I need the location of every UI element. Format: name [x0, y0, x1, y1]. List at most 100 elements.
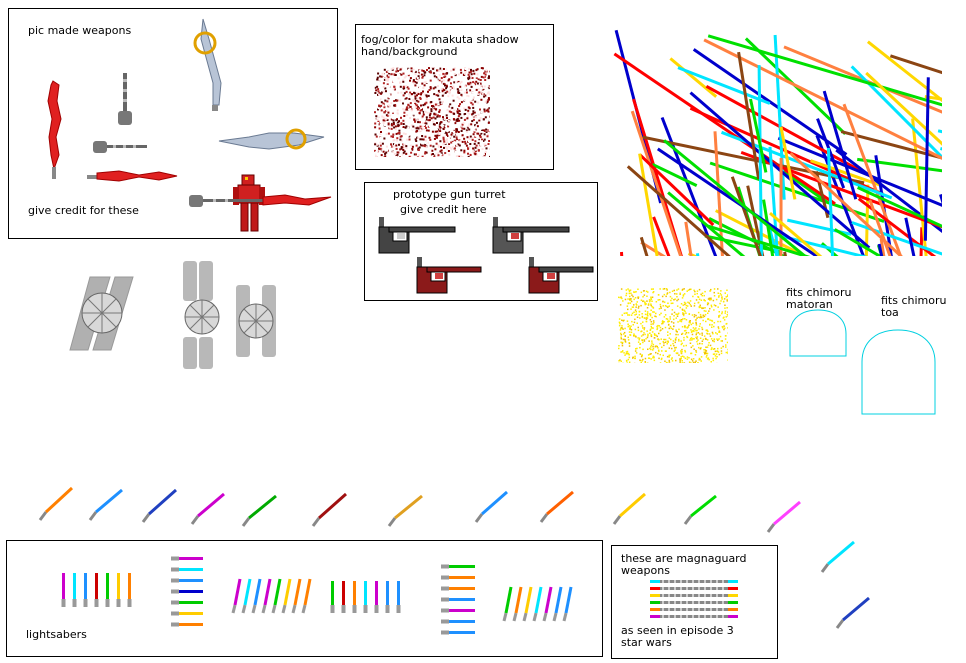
- fog-speck: [417, 154, 420, 157]
- fog-speck: [449, 122, 452, 125]
- yellow-dot: [647, 333, 649, 336]
- fog-speck: [425, 126, 427, 129]
- fog-speck: [471, 120, 474, 123]
- fog-speck: [438, 74, 441, 77]
- fog-speck: [482, 152, 485, 155]
- yellow-dot: [666, 293, 668, 295]
- yellow-dot: [651, 342, 653, 344]
- chimoru-matoran-label-line1: fits chimoru: [786, 286, 852, 299]
- yellow-dot: [635, 291, 637, 293]
- red-blade-horizontal-icon: [87, 170, 178, 182]
- fog-speck: [449, 105, 452, 108]
- fog-speck: [417, 136, 420, 139]
- color-streak: [919, 227, 924, 256]
- yellow-dot: [633, 333, 635, 335]
- yellow-dot: [663, 301, 666, 303]
- yellow-dot: [673, 315, 675, 317]
- fog-speck: [478, 127, 481, 130]
- yellow-dot: [695, 327, 697, 329]
- fog-speck: [480, 98, 483, 101]
- fog-speck: [378, 103, 381, 106]
- grey-pod-sprites: [69, 261, 276, 369]
- fog-speck: [441, 85, 444, 88]
- fog-speck: [449, 117, 451, 119]
- yellow-dot: [620, 334, 623, 336]
- yellow-dot: [713, 291, 715, 294]
- fog-speck: [417, 75, 420, 78]
- yellow-dot: [625, 312, 627, 314]
- fog-speck: [414, 84, 417, 87]
- tall-pod-wheel-icon: [236, 285, 276, 357]
- fog-speck: [468, 123, 471, 126]
- fog-speck: [386, 114, 389, 117]
- yellow-dot: [618, 324, 621, 327]
- turret-sprites: [378, 217, 594, 294]
- fog-speck: [374, 92, 377, 94]
- fog-speck: [439, 101, 442, 104]
- fog-speck: [409, 128, 412, 131]
- fog-speck: [483, 138, 486, 141]
- fog-speck: [488, 80, 490, 83]
- yellow-dot: [693, 348, 695, 350]
- fog-speck: [483, 110, 486, 113]
- yellow-dot: [725, 323, 727, 325]
- fog-speck: [461, 76, 464, 79]
- fog-speck: [482, 80, 485, 83]
- yellow-dot: [652, 357, 654, 359]
- yellow-dot: [635, 304, 638, 306]
- fog-speck: [382, 99, 385, 102]
- fog-speck: [449, 123, 452, 126]
- fog-speck: [468, 128, 471, 131]
- yellow-dot: [676, 305, 679, 307]
- fog-speck: [439, 103, 442, 106]
- yellow-dot: [640, 322, 642, 325]
- yellow-dot: [633, 334, 636, 337]
- fog-speck: [476, 73, 479, 76]
- fog-speck: [406, 108, 409, 111]
- fog-speck: [432, 139, 435, 142]
- yellow-dot: [663, 344, 665, 347]
- saber-diag-navy-icon: [141, 488, 177, 523]
- yellow-dot: [652, 288, 654, 290]
- fog-speck: [425, 154, 428, 157]
- fog-speck: [387, 74, 390, 77]
- fog-speck: [422, 113, 425, 116]
- yellow-dot: [701, 332, 703, 334]
- lightsaber-horizontal-icon: [441, 630, 475, 635]
- fog-speck: [460, 116, 463, 119]
- yellow-dot: [656, 345, 658, 348]
- yellow-dot: [633, 311, 635, 313]
- fog-speck: [460, 84, 463, 87]
- fog-speck: [437, 103, 440, 106]
- fog-speck: [427, 119, 430, 122]
- color-streak: [677, 66, 771, 105]
- fog-speck: [475, 125, 478, 127]
- yellow-dot: [635, 352, 638, 354]
- fog-speck: [407, 121, 410, 124]
- yellow-dot: [692, 327, 695, 329]
- fog-speck: [479, 87, 482, 90]
- fog-speck: [395, 144, 398, 147]
- yellow-dot: [721, 340, 723, 342]
- fog-speck: [428, 89, 431, 91]
- yellow-dot: [659, 326, 662, 329]
- fog-speck: [381, 138, 384, 141]
- fog-speck: [413, 134, 416, 137]
- fog-speck: [419, 125, 422, 128]
- yellow-dot: [706, 329, 708, 331]
- fog-speck: [414, 97, 417, 100]
- yellow-dot: [665, 361, 668, 363]
- fog-speck: [460, 149, 463, 152]
- yellow-dot: [650, 358, 652, 360]
- yellow-dot: [704, 349, 706, 351]
- yellow-dot: [647, 335, 649, 337]
- fog-speck: [398, 68, 401, 71]
- fog-speck: [477, 136, 480, 139]
- fog-speck: [478, 119, 481, 122]
- color-streak: [638, 153, 715, 227]
- fog-speck: [380, 131, 382, 133]
- fog-speck: [481, 134, 484, 137]
- fog-speck: [477, 96, 480, 99]
- fog-speck: [413, 70, 416, 72]
- yellow-dot: [727, 351, 728, 353]
